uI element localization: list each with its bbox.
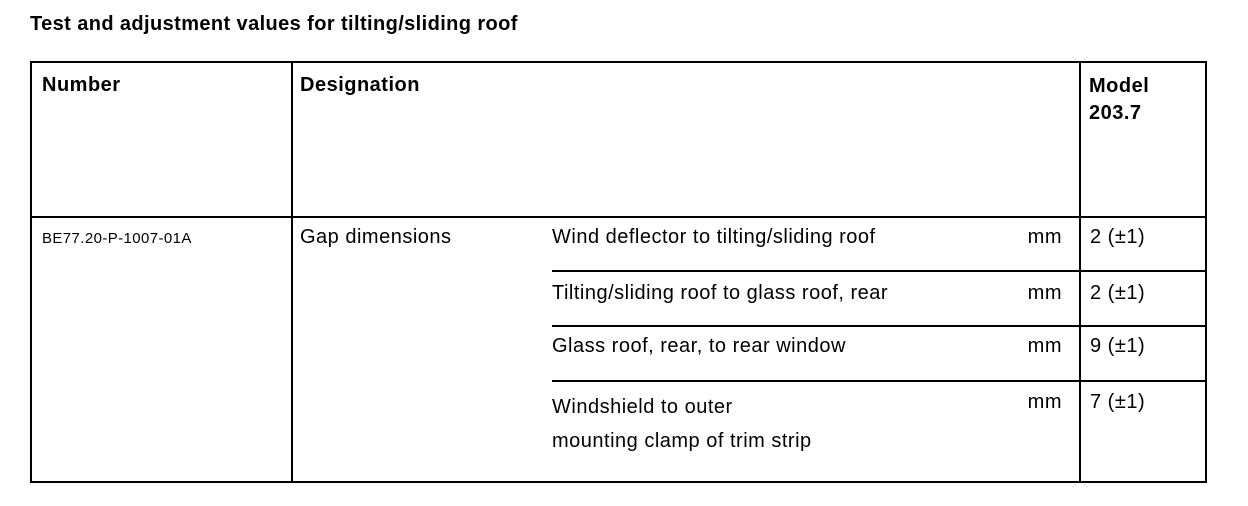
col-header-number: Number xyxy=(42,74,121,96)
gap-unit: mm xyxy=(1027,226,1062,248)
gap-value: 7 (±1) xyxy=(1090,391,1146,413)
test-values-table: Number Designation Model 203.7 BE77.20-P… xyxy=(30,61,1207,483)
gap-value: 9 (±1) xyxy=(1090,335,1146,357)
gap-unit: mm xyxy=(1027,335,1062,357)
gap-row-divider xyxy=(552,270,1205,272)
number-cell: BE77.20-P-1007-01A xyxy=(42,230,192,247)
gap-description-line2: mounting clamp of trim strip xyxy=(552,430,812,452)
col-header-model: Model 203.7 xyxy=(1089,73,1149,127)
gap-row-divider xyxy=(552,325,1205,327)
gap-description: Tilting/sliding roof to glass roof, rear xyxy=(552,282,889,304)
gap-description: Wind deflector to tilting/sliding roof xyxy=(552,226,876,248)
gap-value: 2 (±1) xyxy=(1090,282,1146,304)
gap-description-line1: Windshield to outer xyxy=(552,396,733,418)
gap-description: Glass roof, rear, to rear window xyxy=(552,335,846,357)
gap-description: Windshield to outer mounting clamp of tr… xyxy=(552,390,812,458)
col-header-designation: Designation xyxy=(300,74,420,96)
gap-value: 2 (±1) xyxy=(1090,226,1146,248)
page-title: Test and adjustment values for tilting/s… xyxy=(30,13,518,35)
column-divider-designation-model xyxy=(1079,63,1081,481)
column-divider-number-designation xyxy=(291,63,293,481)
col-header-model-line2: 203.7 xyxy=(1089,102,1142,124)
col-header-model-line1: Model xyxy=(1089,75,1150,97)
header-row-divider xyxy=(32,216,1205,218)
designation-cell: Gap dimensions xyxy=(300,226,452,248)
gap-row-divider xyxy=(552,380,1205,382)
gap-unit: mm xyxy=(1027,391,1062,413)
gap-unit: mm xyxy=(1027,282,1062,304)
